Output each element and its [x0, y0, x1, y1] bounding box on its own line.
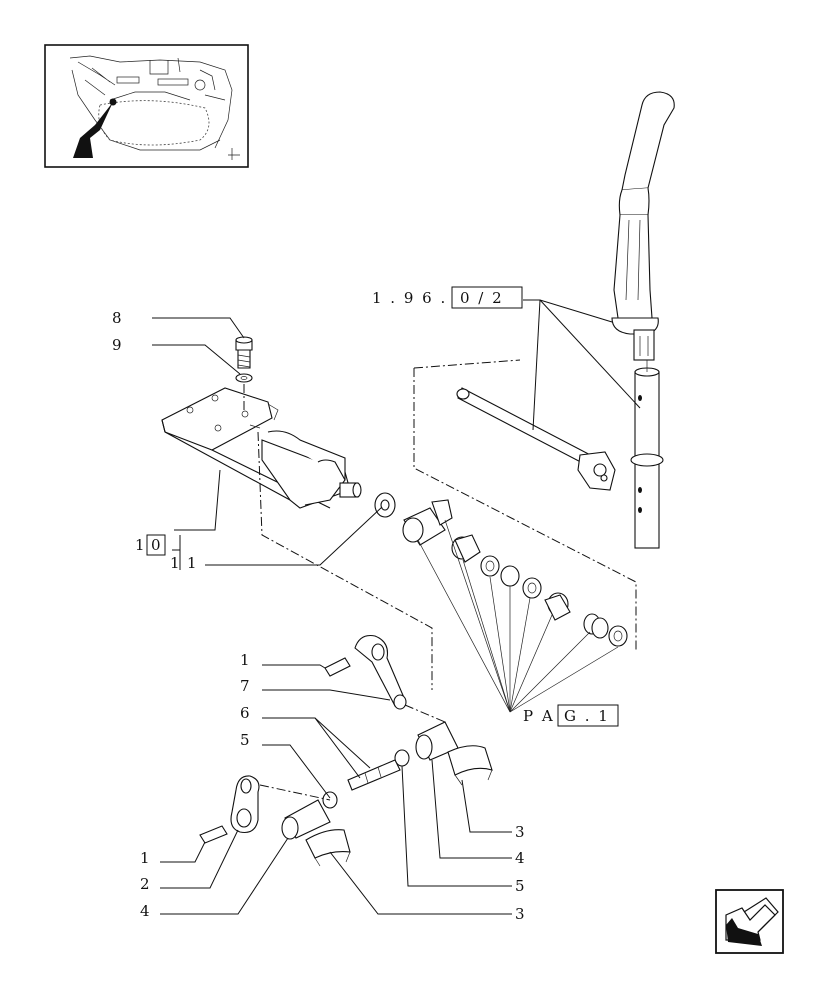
- callout-7: 7: [240, 677, 252, 695]
- callout-labels: 8 9 1 0 1 1 1 . 9 6 . 0 / 2 P A G . 1 1 …: [112, 286, 619, 923]
- leader-lines: [152, 299, 641, 915]
- callout-1-upper: 1: [240, 651, 252, 669]
- page-ref-box-text: G . 1: [564, 707, 610, 725]
- callout-2: 2: [140, 875, 152, 893]
- callout-8: 8: [112, 309, 124, 327]
- mounting-bracket: [161, 387, 433, 690]
- callout-4-left: 4: [140, 902, 152, 920]
- linkage-parts: [199, 634, 493, 867]
- reference-box-text: 0 / 2: [460, 289, 504, 307]
- bushing-set: [374, 492, 628, 647]
- callout-5-upper: 5: [240, 731, 252, 749]
- shaft-frame: [413, 359, 637, 650]
- callout-4-right: 4: [515, 849, 527, 867]
- location-thumbnail[interactable]: [44, 44, 249, 168]
- reference-prefix: 1 . 9 6 .: [372, 289, 447, 307]
- callout-10-digit1: 1: [135, 536, 147, 554]
- shift-lever: [611, 91, 675, 549]
- page-ref-prefix: P A: [523, 707, 555, 725]
- back-arrow-icon[interactable]: [715, 889, 784, 954]
- bolt-and-washer: [235, 336, 253, 412]
- reference-box[interactable]: [451, 286, 523, 309]
- callout-11-digit1: 1: [170, 554, 182, 572]
- callout-6: 6: [240, 704, 252, 722]
- callout-11-digit2: 1: [187, 554, 199, 572]
- callout-10-digit2: 0: [151, 536, 163, 554]
- callout-3-right: 3: [515, 823, 527, 841]
- page-ref-box[interactable]: [557, 704, 619, 727]
- callout-3-lower: 3: [515, 905, 527, 923]
- callout-1-lower: 1: [140, 849, 152, 867]
- callout-9: 9: [112, 336, 124, 354]
- callout-5-right: 5: [515, 877, 527, 895]
